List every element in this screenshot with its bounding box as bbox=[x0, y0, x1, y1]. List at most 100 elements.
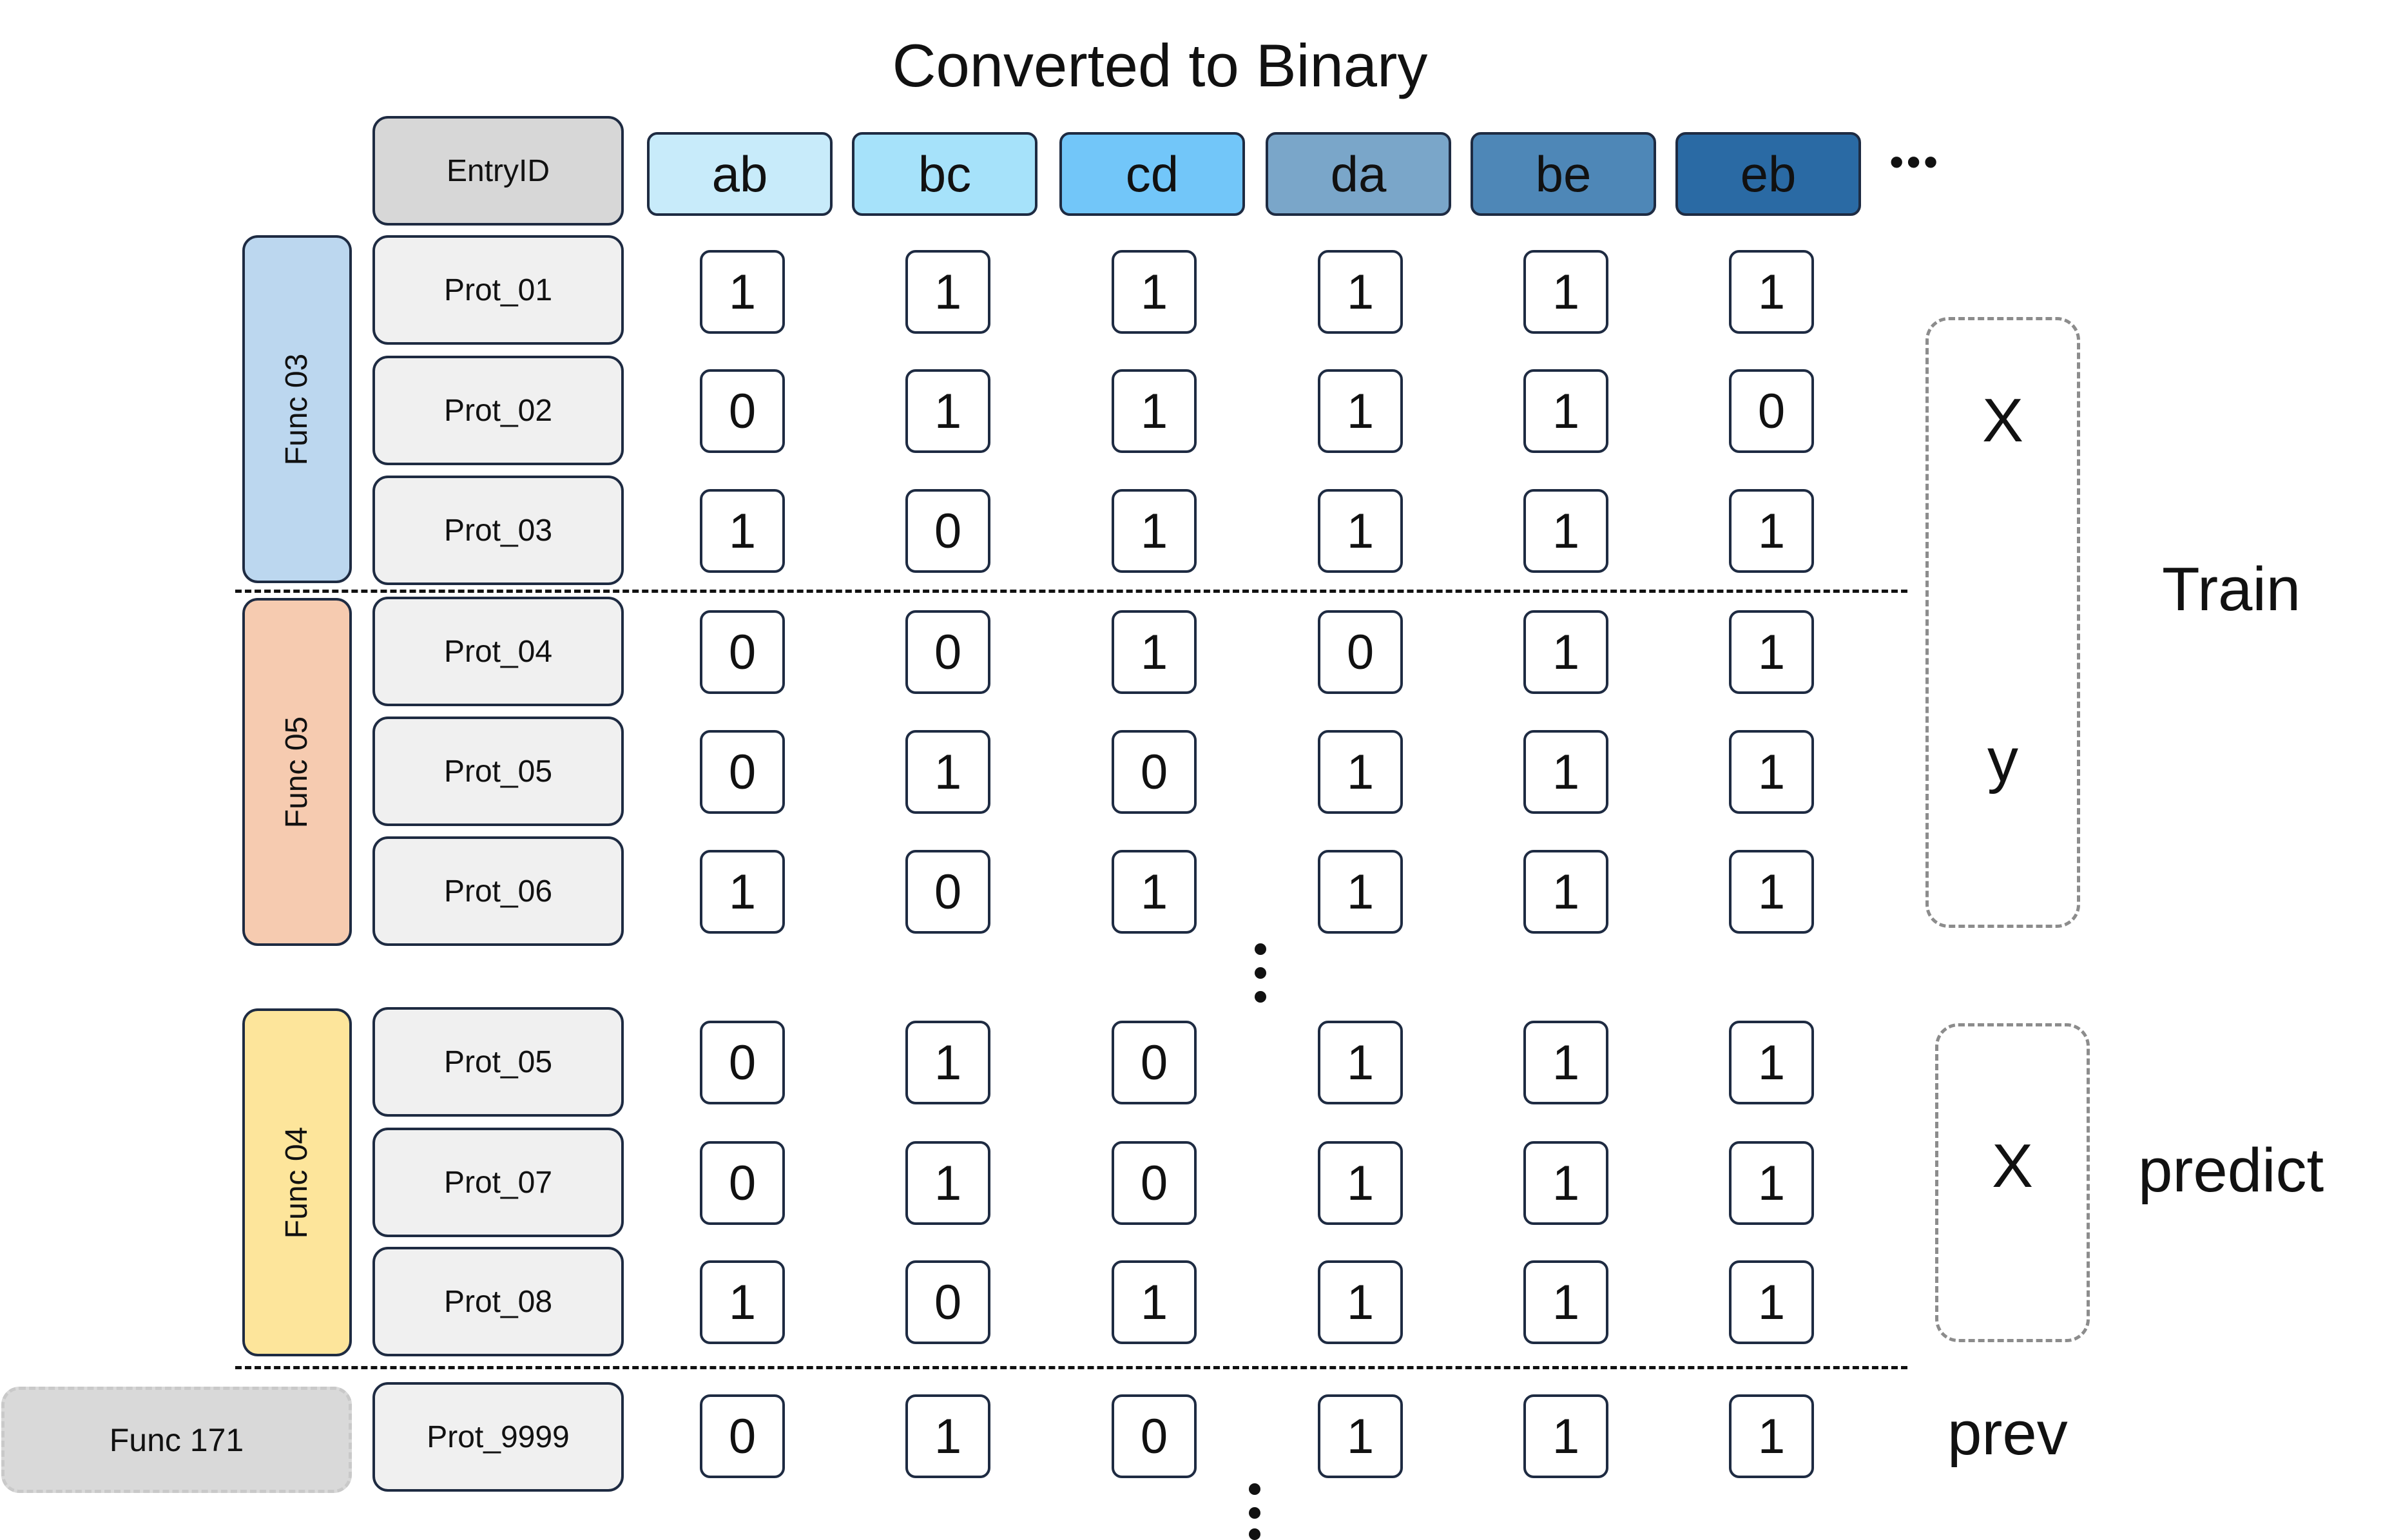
row-id-prot-9999: Prot_9999 bbox=[372, 1382, 624, 1492]
cell-prot-01-cd: 1 bbox=[1112, 250, 1197, 334]
cell-prot-07-eb: 1 bbox=[1729, 1141, 1814, 1225]
column-header-ab: ab bbox=[647, 132, 833, 216]
cell-prot-07-cd: 0 bbox=[1112, 1141, 1197, 1225]
column-header-eb: eb bbox=[1675, 132, 1861, 216]
cell-prot-02-bc: 1 bbox=[905, 369, 990, 453]
cell-prot-02-da: 1 bbox=[1318, 369, 1403, 453]
cell-prot-06-be: 1 bbox=[1523, 850, 1608, 934]
cell-prot-9999-bc: 1 bbox=[905, 1394, 990, 1478]
cell-prot-03-eb: 1 bbox=[1729, 489, 1814, 573]
cell-prot-9999-ab: 0 bbox=[700, 1394, 785, 1478]
group-func-05-label: Func 05 bbox=[280, 716, 314, 828]
cell-prot-05-predict-da: 1 bbox=[1318, 1021, 1403, 1104]
column-header-be: be bbox=[1471, 132, 1656, 216]
entry-id-header: EntryID bbox=[372, 116, 624, 226]
ellipsis-dot bbox=[1249, 1507, 1260, 1519]
cell-prot-05-da: 1 bbox=[1318, 730, 1403, 814]
cell-prot-04-be: 1 bbox=[1523, 610, 1608, 694]
train-y-label: y bbox=[1987, 726, 2018, 794]
cell-prot-08-bc: 0 bbox=[905, 1260, 990, 1344]
cell-prot-03-be: 1 bbox=[1523, 489, 1608, 573]
predict-bracket bbox=[1935, 1023, 2090, 1342]
cell-prot-05-bc: 1 bbox=[905, 730, 990, 814]
cell-prot-07-bc: 1 bbox=[905, 1141, 990, 1225]
group-func-03: Func 03 bbox=[242, 235, 352, 583]
group-func-04: Func 04 bbox=[242, 1008, 352, 1356]
columns-more-indicator: ••• bbox=[1889, 139, 1954, 185]
cell-prot-02-be: 1 bbox=[1523, 369, 1608, 453]
cell-prot-08-eb: 1 bbox=[1729, 1260, 1814, 1344]
cell-prot-04-ab: 0 bbox=[700, 610, 785, 694]
train-bracket bbox=[1925, 317, 2080, 928]
cell-prot-05-predict-ab: 0 bbox=[700, 1021, 785, 1104]
cell-prot-02-ab: 0 bbox=[700, 369, 785, 453]
row-id-prot-05: Prot_05 bbox=[372, 717, 624, 826]
cell-prot-05-ab: 0 bbox=[700, 730, 785, 814]
diagram-title: Converted to Binary bbox=[892, 32, 1428, 99]
cell-prot-06-da: 1 bbox=[1318, 850, 1403, 934]
predict-label: predict bbox=[2138, 1136, 2324, 1205]
cell-prot-01-be: 1 bbox=[1523, 250, 1608, 334]
predict-x-label: X bbox=[1991, 1131, 2034, 1200]
group-func-171: Func 171 bbox=[1, 1387, 352, 1493]
ellipsis-dot bbox=[1255, 991, 1266, 1003]
cell-prot-05-cd: 0 bbox=[1112, 730, 1197, 814]
cell-prot-05-be: 1 bbox=[1523, 730, 1608, 814]
cell-prot-05-predict-cd: 0 bbox=[1112, 1021, 1197, 1104]
cell-prot-9999-da: 1 bbox=[1318, 1394, 1403, 1478]
ellipsis-dot bbox=[1255, 943, 1266, 955]
cell-prot-06-bc: 0 bbox=[905, 850, 990, 934]
row-id-prot-06: Prot_06 bbox=[372, 836, 624, 946]
cell-prot-04-eb: 1 bbox=[1729, 610, 1814, 694]
cell-prot-04-da: 0 bbox=[1318, 610, 1403, 694]
cell-prot-03-bc: 0 bbox=[905, 489, 990, 573]
column-header-bc: bc bbox=[852, 132, 1037, 216]
cell-prot-06-ab: 1 bbox=[700, 850, 785, 934]
cell-prot-9999-cd: 0 bbox=[1112, 1394, 1197, 1478]
train-x-label: X bbox=[1982, 386, 2024, 455]
prev-label: prev bbox=[1947, 1399, 2068, 1468]
cell-prot-04-bc: 0 bbox=[905, 610, 990, 694]
cell-prot-9999-be: 1 bbox=[1523, 1394, 1608, 1478]
cell-prot-05-predict-eb: 1 bbox=[1729, 1021, 1814, 1104]
cell-prot-07-be: 1 bbox=[1523, 1141, 1608, 1225]
cell-prot-05-predict-be: 1 bbox=[1523, 1021, 1608, 1104]
cell-prot-06-cd: 1 bbox=[1112, 850, 1197, 934]
cell-prot-03-cd: 1 bbox=[1112, 489, 1197, 573]
row-id-prot-08: Prot_08 bbox=[372, 1247, 624, 1356]
cell-prot-05-predict-bc: 1 bbox=[905, 1021, 990, 1104]
cell-prot-07-da: 1 bbox=[1318, 1141, 1403, 1225]
cell-prot-05-eb: 1 bbox=[1729, 730, 1814, 814]
separator-predict-prev bbox=[235, 1366, 1907, 1369]
cell-prot-02-eb: 0 bbox=[1729, 369, 1814, 453]
row-id-prot-03: Prot_03 bbox=[372, 476, 624, 585]
columns-more-text: ••• bbox=[1889, 139, 1941, 185]
ellipsis-dot bbox=[1249, 1483, 1260, 1495]
group-func-04-label: Func 04 bbox=[280, 1126, 314, 1238]
cell-prot-03-ab: 1 bbox=[700, 489, 785, 573]
cell-prot-01-eb: 1 bbox=[1729, 250, 1814, 334]
cell-prot-02-cd: 1 bbox=[1112, 369, 1197, 453]
row-id-prot-01: Prot_01 bbox=[372, 235, 624, 345]
cell-prot-08-da: 1 bbox=[1318, 1260, 1403, 1344]
row-id-prot-05-predict: Prot_05 bbox=[372, 1007, 624, 1117]
column-header-da: da bbox=[1266, 132, 1451, 216]
cell-prot-9999-eb: 1 bbox=[1729, 1394, 1814, 1478]
row-id-prot-04: Prot_04 bbox=[372, 597, 624, 706]
cell-prot-07-ab: 0 bbox=[700, 1141, 785, 1225]
row-id-prot-02: Prot_02 bbox=[372, 356, 624, 465]
cell-prot-01-ab: 1 bbox=[700, 250, 785, 334]
row-id-prot-07: Prot_07 bbox=[372, 1128, 624, 1237]
cell-prot-01-da: 1 bbox=[1318, 250, 1403, 334]
cell-prot-03-da: 1 bbox=[1318, 489, 1403, 573]
ellipsis-dot bbox=[1249, 1528, 1260, 1540]
group-func-05: Func 05 bbox=[242, 598, 352, 946]
cell-prot-06-eb: 1 bbox=[1729, 850, 1814, 934]
cell-prot-08-be: 1 bbox=[1523, 1260, 1608, 1344]
separator-func-03-05 bbox=[235, 590, 1907, 593]
group-func-03-label: Func 03 bbox=[280, 353, 314, 465]
ellipsis-dot bbox=[1255, 967, 1266, 979]
cell-prot-08-ab: 1 bbox=[700, 1260, 785, 1344]
column-header-cd: cd bbox=[1059, 132, 1245, 216]
cell-prot-08-cd: 1 bbox=[1112, 1260, 1197, 1344]
